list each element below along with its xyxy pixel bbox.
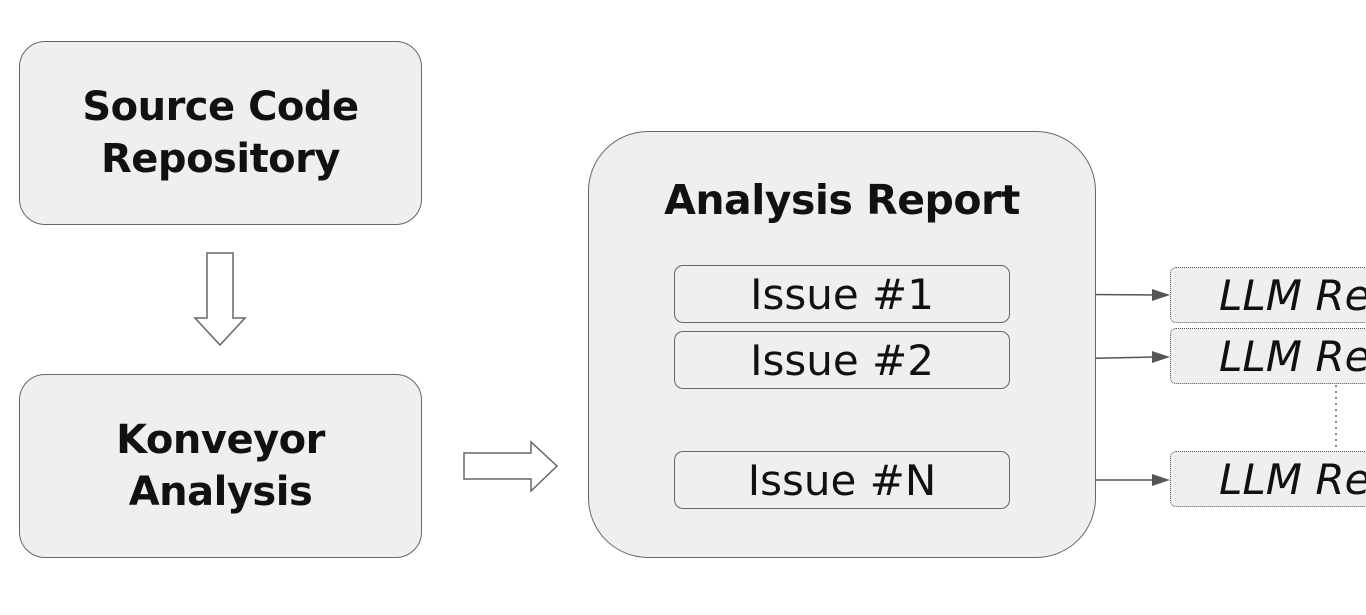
source-label-line-2: Repository: [101, 136, 340, 182]
konveyor-label-line-2: Analysis: [128, 469, 313, 515]
analysis-report-title: Analysis Report: [664, 176, 1020, 224]
down-arrow: [193, 252, 247, 347]
konveyor-analysis-node: Konveyor Analysis: [19, 374, 422, 558]
source-label-line-1: Source Code: [82, 84, 359, 130]
issue-n-node: Issue #N: [674, 451, 1010, 509]
issue-1-node: Issue #1: [674, 265, 1010, 323]
llm-request-n-node: LLM Req: [1170, 451, 1366, 507]
llm-request-2-node: LLM Req: [1170, 328, 1366, 384]
llm-request-1-node: LLM Req: [1170, 267, 1366, 323]
konveyor-label-line-1: Konveyor: [116, 417, 325, 463]
right-arrow: [463, 440, 559, 493]
source-code-repository-node: Source Code Repository: [19, 41, 422, 225]
issue-2-node: Issue #2: [674, 331, 1010, 389]
